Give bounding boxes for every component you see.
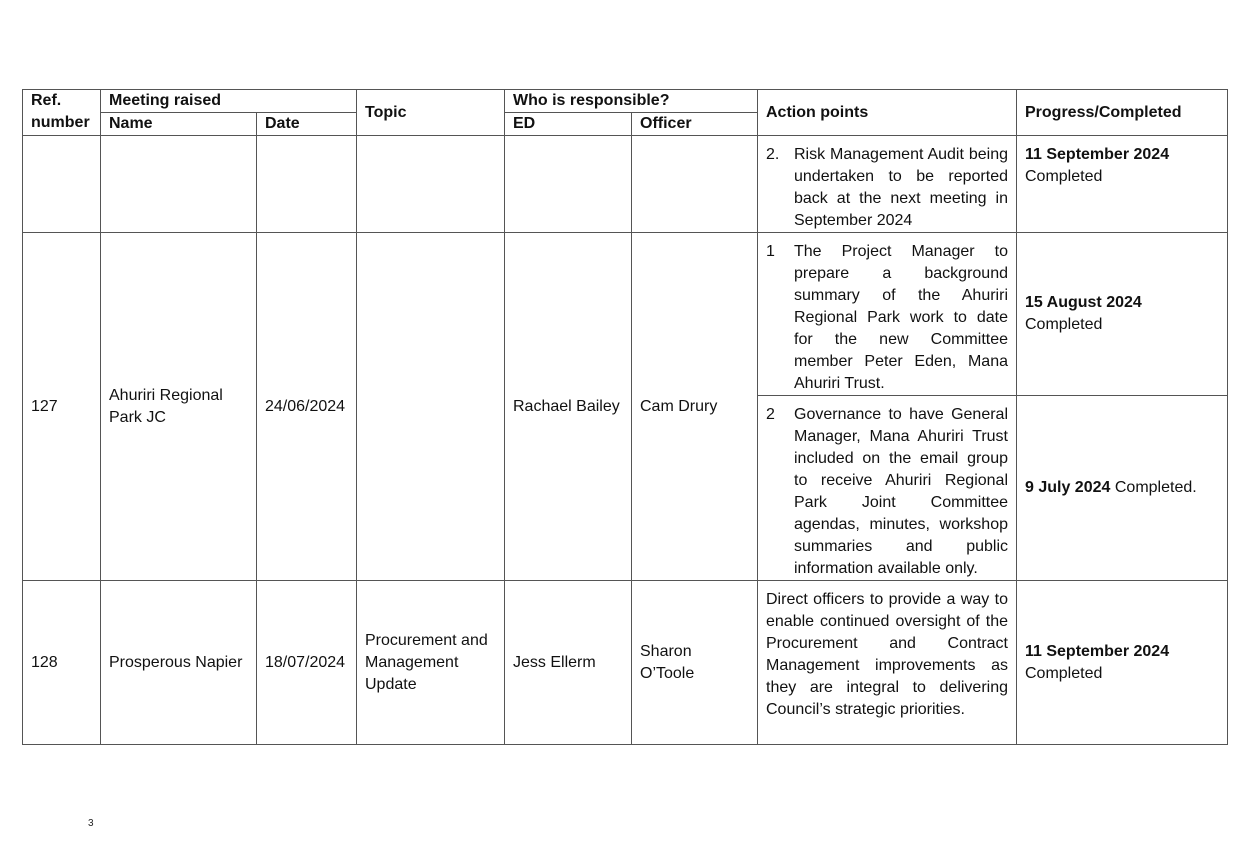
header-who-responsible: Who is responsible? — [504, 89, 758, 113]
cell-date: 24/06/2024 — [256, 232, 357, 581]
cell-officer: Cam Drury — [631, 232, 758, 581]
cell-date — [256, 135, 357, 233]
action-text: Risk Management Audit being undertaken t… — [794, 146, 1008, 229]
cell-ref — [22, 135, 101, 233]
progress-date: 11 September 2024 — [1025, 146, 1170, 163]
action-text: Governance to have General Manager, Mana… — [794, 406, 1008, 577]
header-name: Name — [100, 112, 257, 136]
cell-progress: 11 September 2024 Completed — [1016, 580, 1228, 745]
cell-topic: Procurement and Management Update — [356, 580, 505, 745]
cell-officer: Sharon O’Toole — [631, 580, 758, 745]
cell-ref: 128 — [22, 580, 101, 745]
cell-ed: Jess Ellerm — [504, 580, 632, 745]
action-number: 1 — [766, 243, 775, 260]
header-action-points: Action points — [757, 89, 1017, 136]
cell-action: 2. Risk Management Audit being undertake… — [757, 135, 1017, 233]
table-row: 2 Governance to have General Manager, Ma… — [23, 395, 1228, 581]
cell-name: Ahuriri Regional Park JC — [100, 232, 257, 581]
progress-date: 9 July 2024 — [1025, 479, 1111, 496]
cell-progress: 11 September 2024 Completed — [1016, 135, 1228, 233]
cell-action: 2 Governance to have General Manager, Ma… — [757, 395, 1017, 581]
cell-action: 1 The Project Manager to prepare a backg… — [757, 232, 1017, 396]
header-ed: ED — [504, 112, 632, 136]
progress-date: 15 August 2024 — [1025, 294, 1142, 311]
header-topic: Topic — [356, 89, 505, 136]
action-number: 2 — [766, 406, 775, 423]
header-progress: Progress/Completed — [1016, 89, 1228, 136]
header-ref-number: Ref. number — [22, 89, 101, 136]
progress-date: 11 September 2024 — [1025, 642, 1170, 660]
header-meeting-raised: Meeting raised — [100, 89, 357, 113]
cell-action: Direct officers to provide a way to enab… — [757, 580, 1017, 745]
cell-date: 18/07/2024 — [256, 580, 357, 745]
action-tracking-table: Ref. number Meeting raised Topic Who is … — [22, 89, 1228, 745]
progress-status: Completed — [1025, 168, 1103, 185]
progress-status: Completed — [1025, 316, 1103, 333]
progress-status: Completed — [1025, 664, 1103, 682]
cell-progress: 9 July 2024 Completed. — [1016, 395, 1228, 581]
page-number: 3 — [88, 818, 94, 829]
header-date: Date — [256, 112, 357, 136]
action-number: 2. — [766, 146, 780, 163]
progress-status: Completed. — [1114, 479, 1197, 496]
cell-name: Prosperous Napier — [100, 580, 257, 745]
cell-progress: 15 August 2024 Completed — [1016, 232, 1228, 396]
cell-ed — [504, 135, 632, 233]
cell-officer — [631, 135, 758, 233]
action-text: The Project Manager to prepare a backgro… — [794, 243, 1008, 392]
table-row: 127 Ahuriri Regional Park JC 24/06/2024 … — [22, 232, 1228, 581]
cell-ed: Rachael Bailey — [504, 232, 632, 581]
cell-topic — [356, 232, 505, 581]
cell-name — [100, 135, 257, 233]
table-row: 128 Prosperous Napier 18/07/2024 Procure… — [22, 580, 1228, 745]
cell-ref: 127 — [22, 232, 101, 581]
header-officer: Officer — [631, 112, 758, 136]
cell-topic — [356, 135, 505, 233]
table-row: 2. Risk Management Audit being undertake… — [22, 135, 1228, 233]
